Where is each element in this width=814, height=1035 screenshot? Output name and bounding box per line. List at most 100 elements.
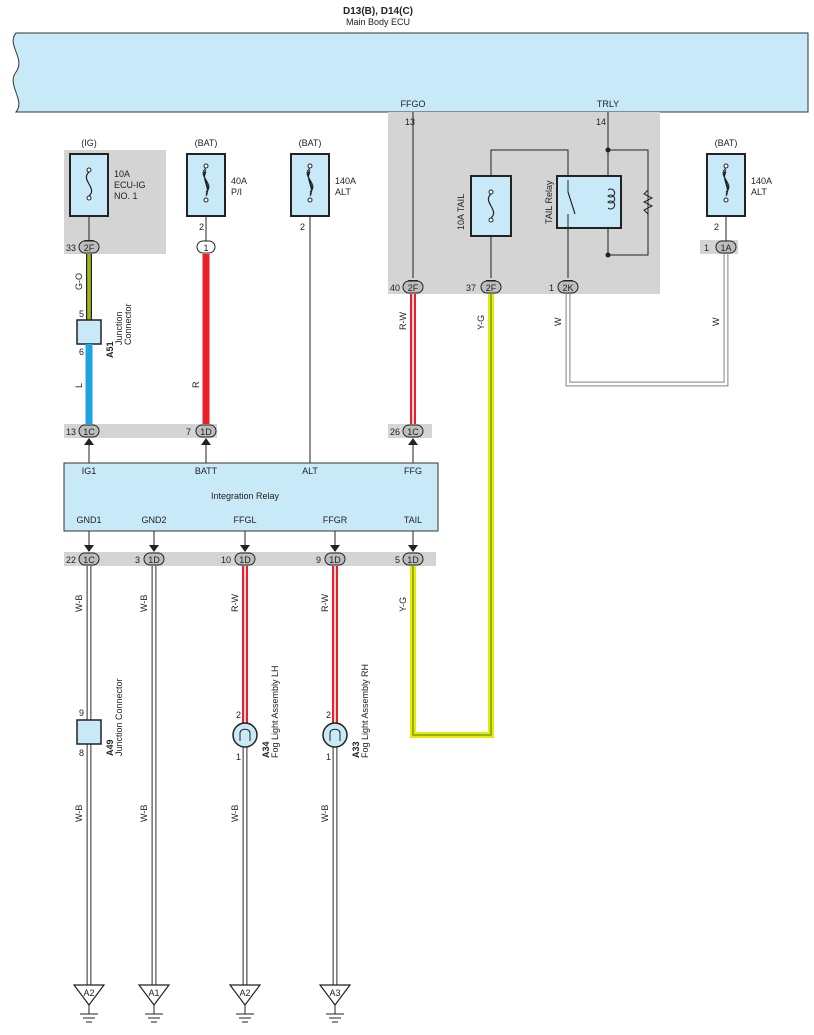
wire-label-l: L	[74, 383, 84, 388]
a33-pin-top: 2	[326, 710, 331, 720]
a51-id: A51	[105, 341, 115, 358]
svg-text:2K: 2K	[562, 283, 573, 293]
connector-bot-5-1d: 1D 5	[395, 545, 424, 566]
fuse-pi-source: (BAT)	[195, 138, 218, 148]
fuse-tail-label: 10A TAIL	[456, 194, 466, 230]
ground-a1: A1	[137, 984, 171, 1023]
fog-light-rh	[322, 722, 348, 748]
bulb-icon	[239, 728, 251, 741]
svg-text:1C: 1C	[83, 555, 95, 565]
wire-label-wb-5: W-B	[230, 805, 240, 822]
connector-mid-26-1c: 1C 26	[390, 424, 424, 445]
wire-label-wb-4: W-B	[139, 805, 149, 822]
fuse-alt1-pin: 2	[300, 222, 305, 232]
svg-text:3: 3	[135, 555, 140, 565]
a49-id: A49	[105, 739, 115, 756]
connector-top-33-2f: 2F 33	[66, 240, 100, 254]
fuse-ecu-ig-name1: ECU-IG	[114, 180, 146, 190]
relay-switch-icon	[567, 191, 576, 215]
relay-pin-ig1: IG1	[82, 466, 97, 476]
main-body-ecu-box	[12, 32, 809, 113]
connector-top-1-2k: 2K 1	[549, 280, 579, 294]
fuse-pi-pin: 2	[199, 222, 204, 232]
svg-text:5: 5	[395, 555, 400, 565]
connector-top-1: 1	[196, 240, 216, 254]
connector-bot-10-1d: 1D 10	[221, 545, 256, 566]
fuse-ecu-ig-rating: 10A	[114, 169, 130, 179]
fuse-alt1-source: (BAT)	[299, 138, 322, 148]
wire-label-g-o: G-O	[74, 273, 84, 290]
relay-pin-batt: BATT	[195, 466, 218, 476]
svg-text:1: 1	[704, 243, 709, 253]
wire-label-wb-2: W-B	[139, 595, 149, 612]
svg-text:A3: A3	[329, 988, 340, 998]
ecu-pin-trly-num: 14	[596, 117, 606, 127]
wire-w-loop	[566, 254, 728, 386]
svg-text:13: 13	[66, 427, 76, 437]
bulb-icon	[329, 728, 341, 741]
svg-text:40: 40	[390, 283, 400, 293]
wire-label-rw-l: R-W	[230, 594, 240, 612]
svg-text:2F: 2F	[486, 283, 497, 293]
mid-connector-strip-left	[64, 424, 217, 438]
relay-pin-gnd1: GND1	[76, 515, 101, 525]
fuse-alt2-name: ALT	[751, 187, 767, 197]
fuse-alt1-name: ALT	[335, 187, 351, 197]
relay-label: TAIL Relay	[544, 180, 554, 224]
svg-text:1D: 1D	[148, 555, 160, 565]
a51-pin-top: 5	[79, 309, 84, 319]
relay-pin-alt: ALT	[302, 466, 318, 476]
connector-mid-7-1d: 1D 7	[186, 424, 217, 445]
svg-text:2F: 2F	[408, 283, 419, 293]
svg-text:1D: 1D	[407, 555, 419, 565]
fuse-icon	[487, 193, 495, 219]
wire-label-yg-bot: Y-G	[398, 597, 408, 612]
relay-pin-ffg: FFG	[404, 466, 422, 476]
wire-label-w2: W	[711, 317, 721, 326]
wire-y-g	[412, 294, 492, 736]
fuse-ecu-ig-name2: NO. 1	[114, 191, 138, 201]
fuse-alt2-source: (BAT)	[715, 138, 738, 148]
fuse-ecu-ig-source: (IG)	[81, 138, 97, 148]
svg-text:2F: 2F	[84, 243, 95, 253]
integration-relay-title: Integration Relay	[211, 491, 280, 501]
wire-label-y-g-top: Y-G	[476, 315, 486, 330]
ecu-pin-trly: TRLY	[597, 99, 619, 109]
ground-a2-mid: A2	[228, 984, 262, 1023]
svg-text:1D: 1D	[239, 555, 251, 565]
relay-coil-icon	[607, 188, 616, 210]
relay-pin-gnd2: GND2	[141, 515, 166, 525]
svg-text:33: 33	[66, 243, 76, 253]
a49-name: Junction Connector	[114, 678, 124, 756]
fuse-pi-rating: 40A	[231, 176, 247, 186]
wire-label-wb-6: W-B	[320, 805, 330, 822]
ecu-pin-ffgo-num: 13	[405, 117, 415, 127]
svg-text:1D: 1D	[329, 555, 341, 565]
connector-mid-13-1c: 1C 13	[66, 424, 100, 445]
integration-relay-box	[63, 462, 439, 532]
a34-pin-bot: 1	[236, 752, 241, 762]
fusible-link-icon	[202, 167, 210, 197]
resistor-icon	[642, 189, 654, 215]
a34-pin-top: 2	[236, 710, 241, 720]
svg-text:A2: A2	[239, 988, 250, 998]
a51-name1: Junction	[114, 311, 124, 345]
fuse-alt2-pin: 2	[714, 222, 719, 232]
tail-relay	[556, 175, 622, 229]
fusible-link-icon	[306, 167, 314, 197]
svg-text:1C: 1C	[407, 427, 419, 437]
connector-top-37-2f: 2F 37	[466, 280, 502, 294]
relay-pin-ffgl: FFGL	[233, 515, 256, 525]
wire-label-w1: W	[553, 317, 563, 326]
relay-pin-ffgr: FFGR	[323, 515, 348, 525]
fuse-alt1-rating: 140A	[335, 176, 356, 186]
fog-light-lh	[232, 722, 258, 748]
a34-id: A34	[261, 741, 271, 758]
svg-text:1D: 1D	[200, 427, 212, 437]
svg-text:1A: 1A	[720, 243, 731, 253]
svg-text:10: 10	[221, 555, 231, 565]
wire-label-rw-r: R-W	[320, 594, 330, 612]
a33-name: Fog Light Assembly RH	[360, 664, 370, 758]
svg-text:26: 26	[390, 427, 400, 437]
svg-text:22: 22	[66, 555, 76, 565]
